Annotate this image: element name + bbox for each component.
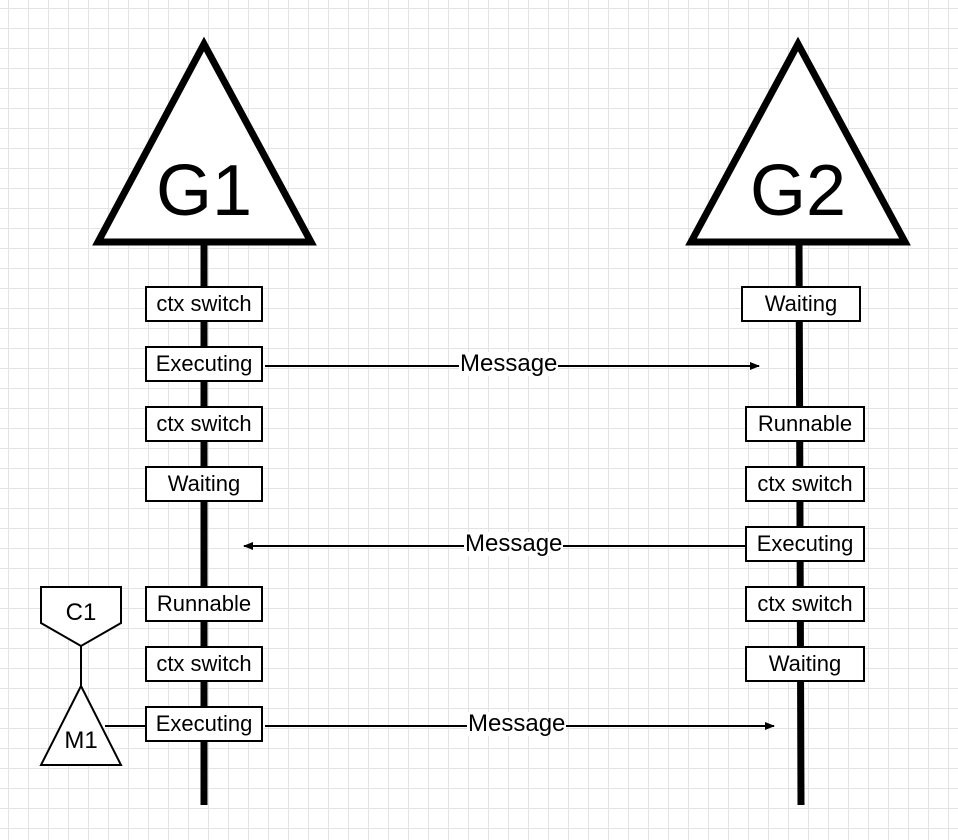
g1-state-5: Runnable [145,586,263,622]
m1-label: M1 [64,727,97,754]
g2-state-1: Waiting [741,286,861,322]
g2-state-4: Executing [745,526,865,562]
m1-shape [39,683,123,766]
message-label-2: Message [464,530,564,557]
g2-triangle [685,36,911,246]
g1-state-3: ctx switch [145,406,263,442]
g2-state-5: ctx switch [745,586,865,622]
g1-state-4: Waiting [145,466,263,502]
g1-label: G1 [156,151,252,231]
g1-state-1: ctx switch [145,286,263,322]
message-label-3: Message [467,710,567,737]
c1-shape [40,586,122,648]
g1-state-6: ctx switch [145,646,263,682]
g1-triangle [92,36,317,246]
c1-label: C1 [66,599,97,626]
g1-state-2: Executing [145,346,263,382]
g2-lifeline [795,239,805,806]
g2-state-6: Waiting [745,646,865,682]
g2-label: G2 [750,151,846,231]
g2-state-3: ctx switch [745,466,865,502]
message-label-1: Message [459,350,559,377]
g1-state-7: Executing [145,706,263,742]
g2-state-2: Runnable [745,406,865,442]
